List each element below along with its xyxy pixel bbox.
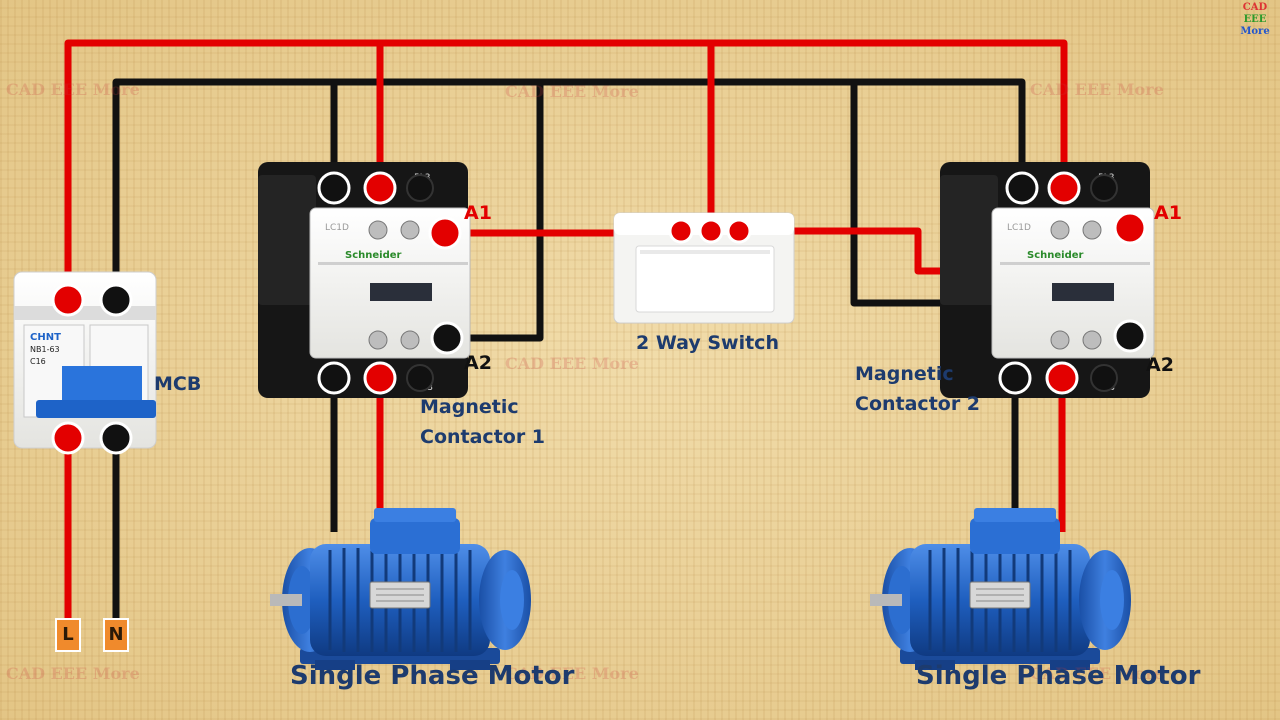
logo-line-1: CAD xyxy=(1242,2,1268,13)
c1-bottom-1-dot xyxy=(317,361,351,395)
watermark: CAD EEE More xyxy=(505,82,639,101)
contactor-1-label-line-1: Magnetic xyxy=(420,396,519,418)
contactor-2-label: Magnetic Contactor 2 xyxy=(855,359,980,419)
switch-l2-dot xyxy=(726,218,752,244)
c1-a1-dot xyxy=(428,216,462,250)
mcb-out-neutral-dot xyxy=(99,421,133,455)
contactor-1-a1-label: A1 xyxy=(464,202,492,224)
contactor-1-brand-text: Schneider xyxy=(345,250,402,261)
mcb-rating-text: C16 xyxy=(30,357,46,366)
watermark: CAD EEE More xyxy=(6,664,140,683)
watermark: CAD EEE More xyxy=(6,80,140,99)
contactor-1-device: LC1D Schneider 5L3 6T3 xyxy=(258,162,471,398)
motor-left xyxy=(268,506,533,672)
watermark: CAD EEE More xyxy=(1030,80,1164,99)
c2-bottom-1-dot xyxy=(998,361,1032,395)
mcb-model-text: NB1-63 xyxy=(30,345,60,354)
mcb-device: CHNT NB1-63 C16 xyxy=(13,271,157,449)
mcb-out-live-dot xyxy=(51,421,85,455)
watermark: CAD EEE More xyxy=(1030,664,1164,683)
c1-top-2-dot xyxy=(363,171,397,205)
switch-l1-dot xyxy=(668,218,694,244)
c2-top-2-dot xyxy=(1047,171,1081,205)
switch-label: 2 Way Switch xyxy=(636,332,779,354)
channel-logo: CAD EEE More xyxy=(1238,2,1272,38)
c1-top-1-dot xyxy=(317,171,351,205)
contactor-2-device: LC1D Schneider 5L3 6T3 xyxy=(940,162,1155,398)
contactor-2-a2-label: A2 xyxy=(1146,354,1174,376)
contactor-2-model-text: LC1D xyxy=(1007,223,1031,233)
watermark: CAD EEE More xyxy=(505,354,639,373)
c2-bottom-2-dot xyxy=(1045,361,1079,395)
c2-top-1-dot xyxy=(1005,171,1039,205)
contactor-2-a1-label: A1 xyxy=(1154,202,1182,224)
logo-line-3: More xyxy=(1240,26,1270,37)
switch-common-dot xyxy=(698,218,724,244)
terminal-l: L xyxy=(55,618,81,652)
motor-right-label: Single Phase Motor xyxy=(916,661,1201,691)
c2-a2-dot xyxy=(1113,319,1147,353)
contactor-2-label-line-2: Contactor 2 xyxy=(855,393,981,415)
terminal-dots-small xyxy=(406,174,1118,392)
contactor-2-brand-text: Schneider xyxy=(1027,250,1084,261)
contactor-1-label: Magnetic Contactor 1 xyxy=(420,392,545,452)
contactor-2-label-line-1: Magnetic xyxy=(855,363,954,385)
c1-a2-dot xyxy=(430,321,464,355)
mcb-label: MCB xyxy=(154,373,202,395)
connection-dots xyxy=(51,171,1147,455)
contactor-1-a2-label: A2 xyxy=(464,352,492,374)
mcb-in-live-dot xyxy=(51,283,85,317)
logo-line-2: EEE xyxy=(1243,14,1267,25)
c1-bottom-2-dot xyxy=(363,361,397,395)
watermark: CAD EEE More xyxy=(505,664,639,683)
mcb-brand-text: CHNT xyxy=(30,332,61,343)
terminal-n: N xyxy=(103,618,129,652)
motor-right xyxy=(868,506,1133,672)
contactor-1-model-text: LC1D xyxy=(325,223,349,233)
motor-left-label: Single Phase Motor xyxy=(290,661,575,691)
c2-a1-dot xyxy=(1113,211,1147,245)
mcb-in-neutral-dot xyxy=(99,283,133,317)
contactor-1-label-line-2: Contactor 1 xyxy=(420,426,546,448)
two-way-switch-device xyxy=(613,212,795,324)
